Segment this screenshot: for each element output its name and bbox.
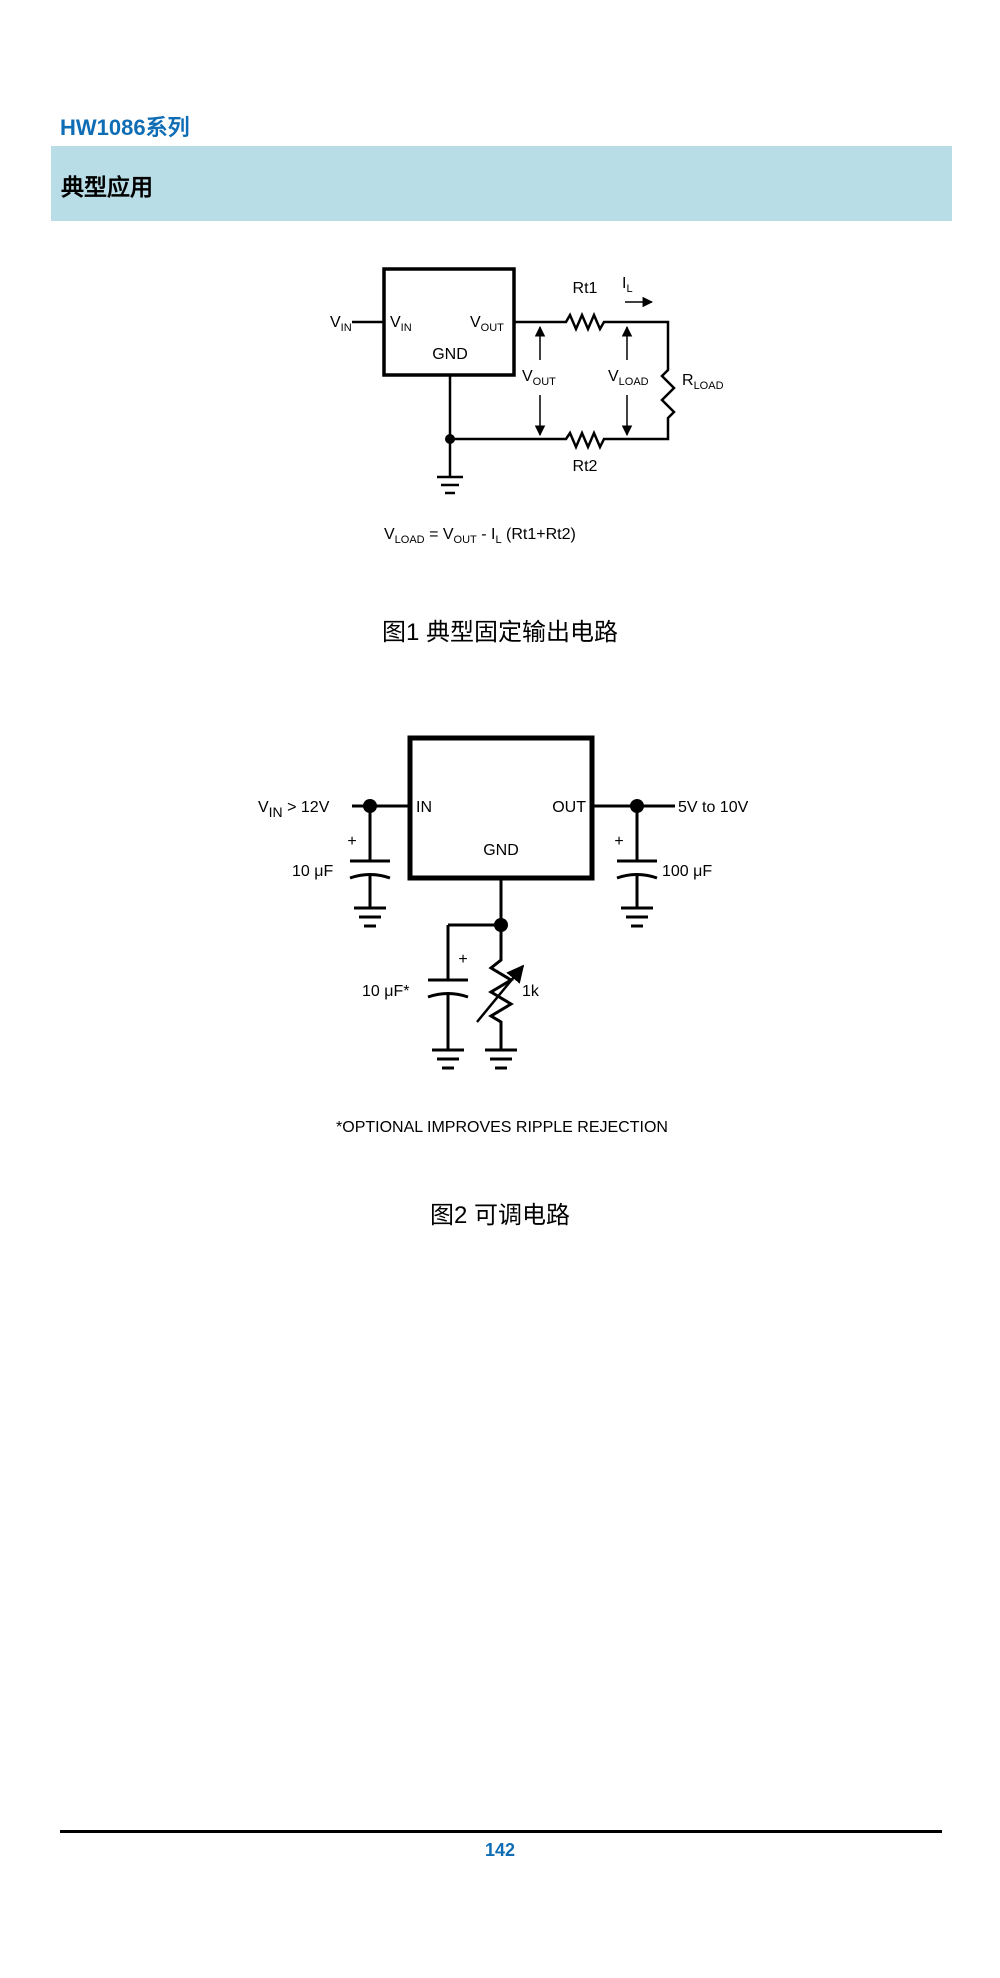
pin-vout-label: VOUT bbox=[470, 314, 504, 334]
vin-label: VIN bbox=[330, 314, 352, 334]
adjust-junction-dot bbox=[494, 918, 508, 932]
series-title: HW1086系列 bbox=[60, 115, 190, 140]
vout-arrow-label: VOUT bbox=[522, 368, 556, 388]
pot-label: 1k bbox=[522, 983, 540, 1000]
figure1-circuit: VIN VIN VOUT GND Rt1 Rt2 IL VOUT VLOAD R… bbox=[330, 267, 724, 546]
il-label: IL bbox=[622, 275, 633, 295]
page-number: 142 bbox=[484, 1840, 516, 1860]
plus-sign: + bbox=[458, 951, 467, 968]
pin-in-label: IN bbox=[416, 799, 432, 816]
gnd-label: GND bbox=[432, 346, 468, 363]
section-title: 典型应用 bbox=[61, 174, 153, 200]
plus-sign: + bbox=[614, 833, 623, 850]
section-header-bar: 典型应用 bbox=[51, 146, 952, 221]
rt1-label: Rt1 bbox=[573, 280, 598, 297]
figure1-caption: 图1 典型固定输出电路 bbox=[381, 619, 618, 646]
output-voltage-range: 5V to 10V bbox=[678, 799, 749, 816]
footer-rule bbox=[60, 1830, 942, 1833]
pin-vin-label: VIN bbox=[390, 314, 412, 334]
vload-arrow-label: VLOAD bbox=[608, 368, 649, 388]
output-cap-label: 100 μF bbox=[662, 863, 712, 880]
figure2-caption: 图2 可调电路 bbox=[429, 1202, 570, 1229]
pin-out-label: OUT bbox=[552, 799, 586, 816]
gnd-label: GND bbox=[483, 842, 519, 859]
input-junction-dot bbox=[363, 799, 377, 813]
input-cap-label: 10 μF bbox=[292, 863, 333, 880]
plus-sign: + bbox=[347, 833, 356, 850]
rload-label: RLOAD bbox=[682, 372, 724, 392]
figure2-circuit: VIN > 12V IN OUT GND 5V to 10V + + + 10 … bbox=[258, 735, 749, 1136]
rt2-label: Rt2 bbox=[573, 458, 598, 475]
vin-condition-label: VIN > 12V bbox=[258, 799, 330, 820]
ripple-note: *OPTIONAL IMPROVES RIPPLE REJECTION bbox=[336, 1119, 668, 1136]
load-equation: VLOAD = VOUT - IL (Rt1+Rt2) bbox=[384, 526, 576, 546]
junction-dot bbox=[445, 434, 455, 444]
adjust-cap-label: 10 μF* bbox=[362, 983, 409, 1000]
output-junction-dot bbox=[630, 799, 644, 813]
